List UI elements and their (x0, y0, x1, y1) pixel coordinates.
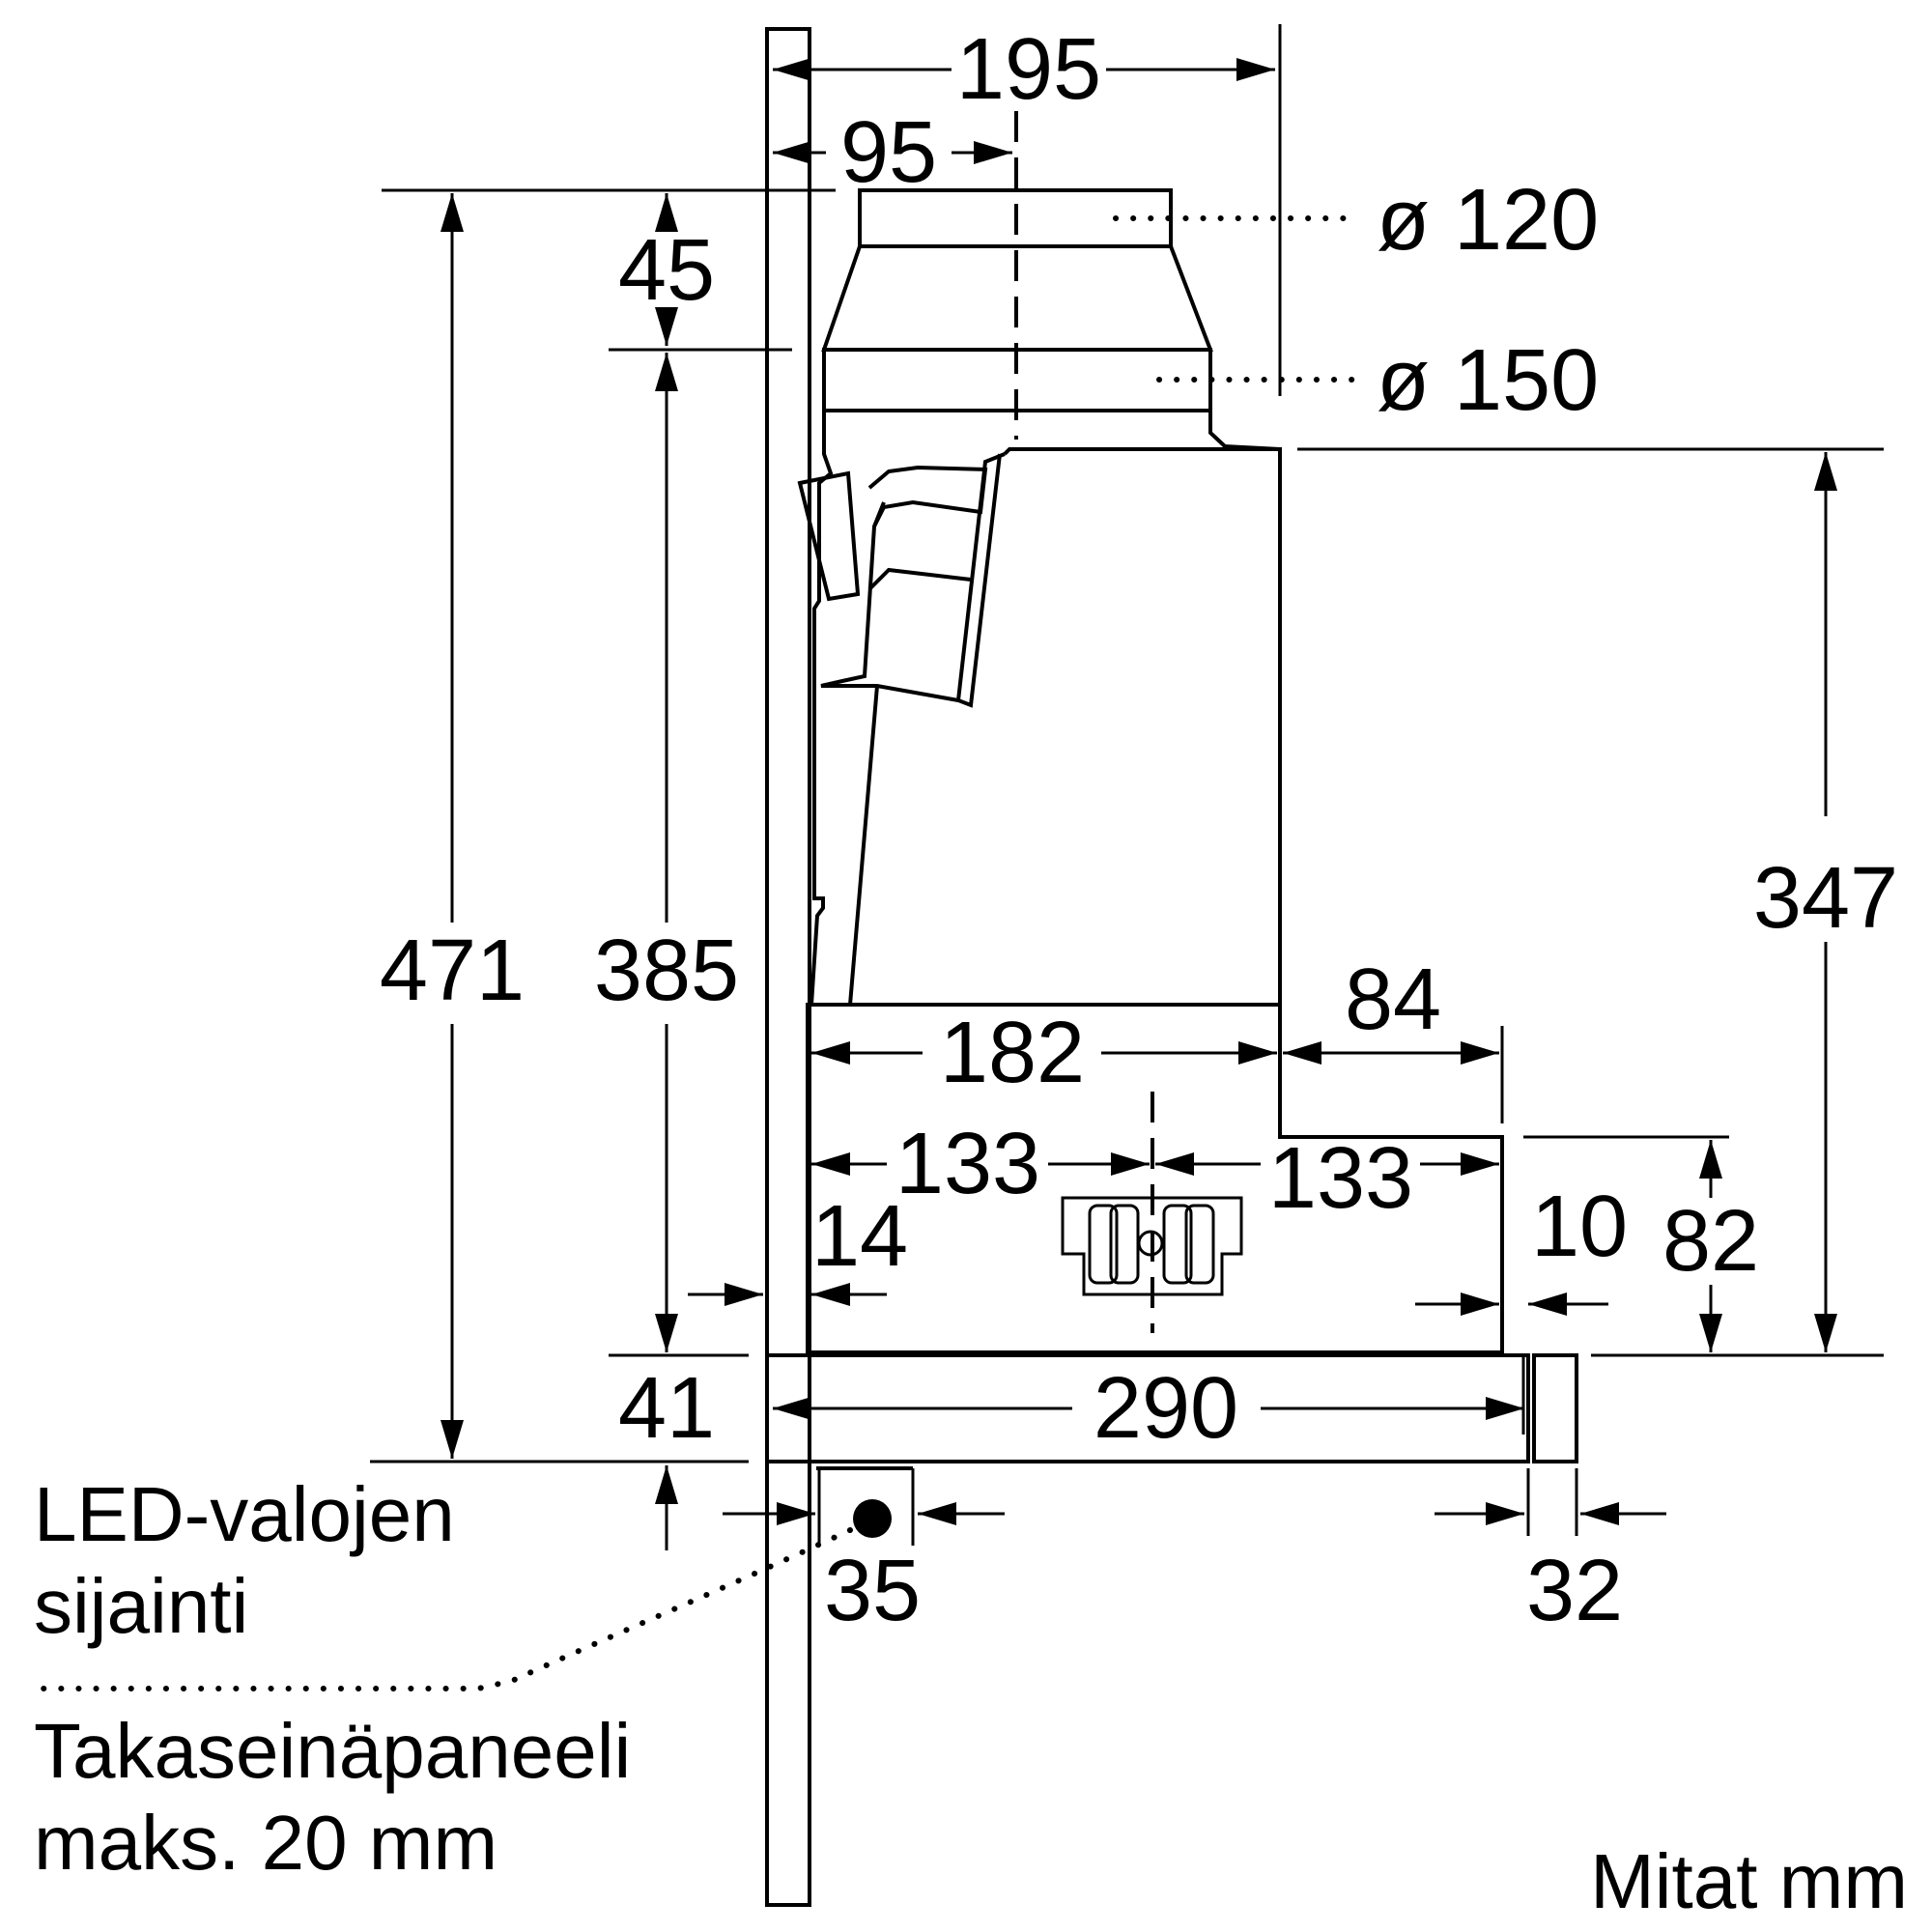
dim-82: 82 (1662, 1193, 1759, 1290)
dim-41: 41 (618, 1360, 715, 1457)
dim-45: 45 (618, 222, 715, 319)
dim-133-left: 133 (895, 1116, 1040, 1212)
dim-195: 195 (956, 21, 1101, 118)
led-light (853, 1499, 892, 1538)
dimension-texts: 195 95 45 471 385 347 182 84 133 133 14 … (380, 21, 1898, 1639)
dim-290: 290 (1094, 1360, 1238, 1457)
rear-wall-panel (765, 27, 811, 1907)
dim-347: 347 (1753, 850, 1898, 947)
dim-95: 95 (840, 104, 937, 201)
leader-led (36, 1527, 853, 1691)
dim-84: 84 (1345, 952, 1441, 1048)
fan-housing-inner-3 (848, 685, 879, 1006)
panel-label-line2: maks. 20 mm (34, 1800, 497, 1886)
fan-housing-inner-2 (867, 501, 972, 591)
dim-182: 182 (940, 1005, 1085, 1101)
led-label-line1: LED-valojen (34, 1471, 455, 1557)
hood-outline (765, 27, 1578, 1907)
dim-35: 35 (824, 1543, 921, 1639)
dim-10: 10 (1531, 1179, 1628, 1275)
front-trim (1532, 1353, 1578, 1463)
extraction-panel (765, 1353, 1530, 1463)
dim-14: 14 (811, 1188, 908, 1285)
diameter-120: ø 120 (1377, 172, 1599, 269)
hood-lower-body (806, 1003, 1504, 1354)
units-label: Mitat mm (1590, 1838, 1908, 1924)
labels: LED-valojen sijainti Takaseinäpaneeli ma… (34, 1471, 1908, 1924)
dim-32: 32 (1526, 1543, 1623, 1639)
dim-133-right: 133 (1268, 1130, 1413, 1227)
dimension-lines (440, 58, 1837, 1550)
fixing-bracket (1061, 1196, 1243, 1296)
hood-upper-body-right (1208, 411, 1281, 451)
fan-motor-flap (797, 470, 861, 602)
hood-upper-body (809, 411, 1282, 1007)
extension-lines (370, 24, 1884, 1546)
dim-471: 471 (380, 923, 525, 1019)
panel-label-line1: Takaseinäpaneeli (34, 1708, 631, 1794)
dim-385: 385 (594, 923, 739, 1019)
diameter-150: ø 150 (1377, 332, 1599, 429)
leader-lines (36, 215, 1355, 1691)
led-label-line2: sijainti (34, 1563, 248, 1649)
